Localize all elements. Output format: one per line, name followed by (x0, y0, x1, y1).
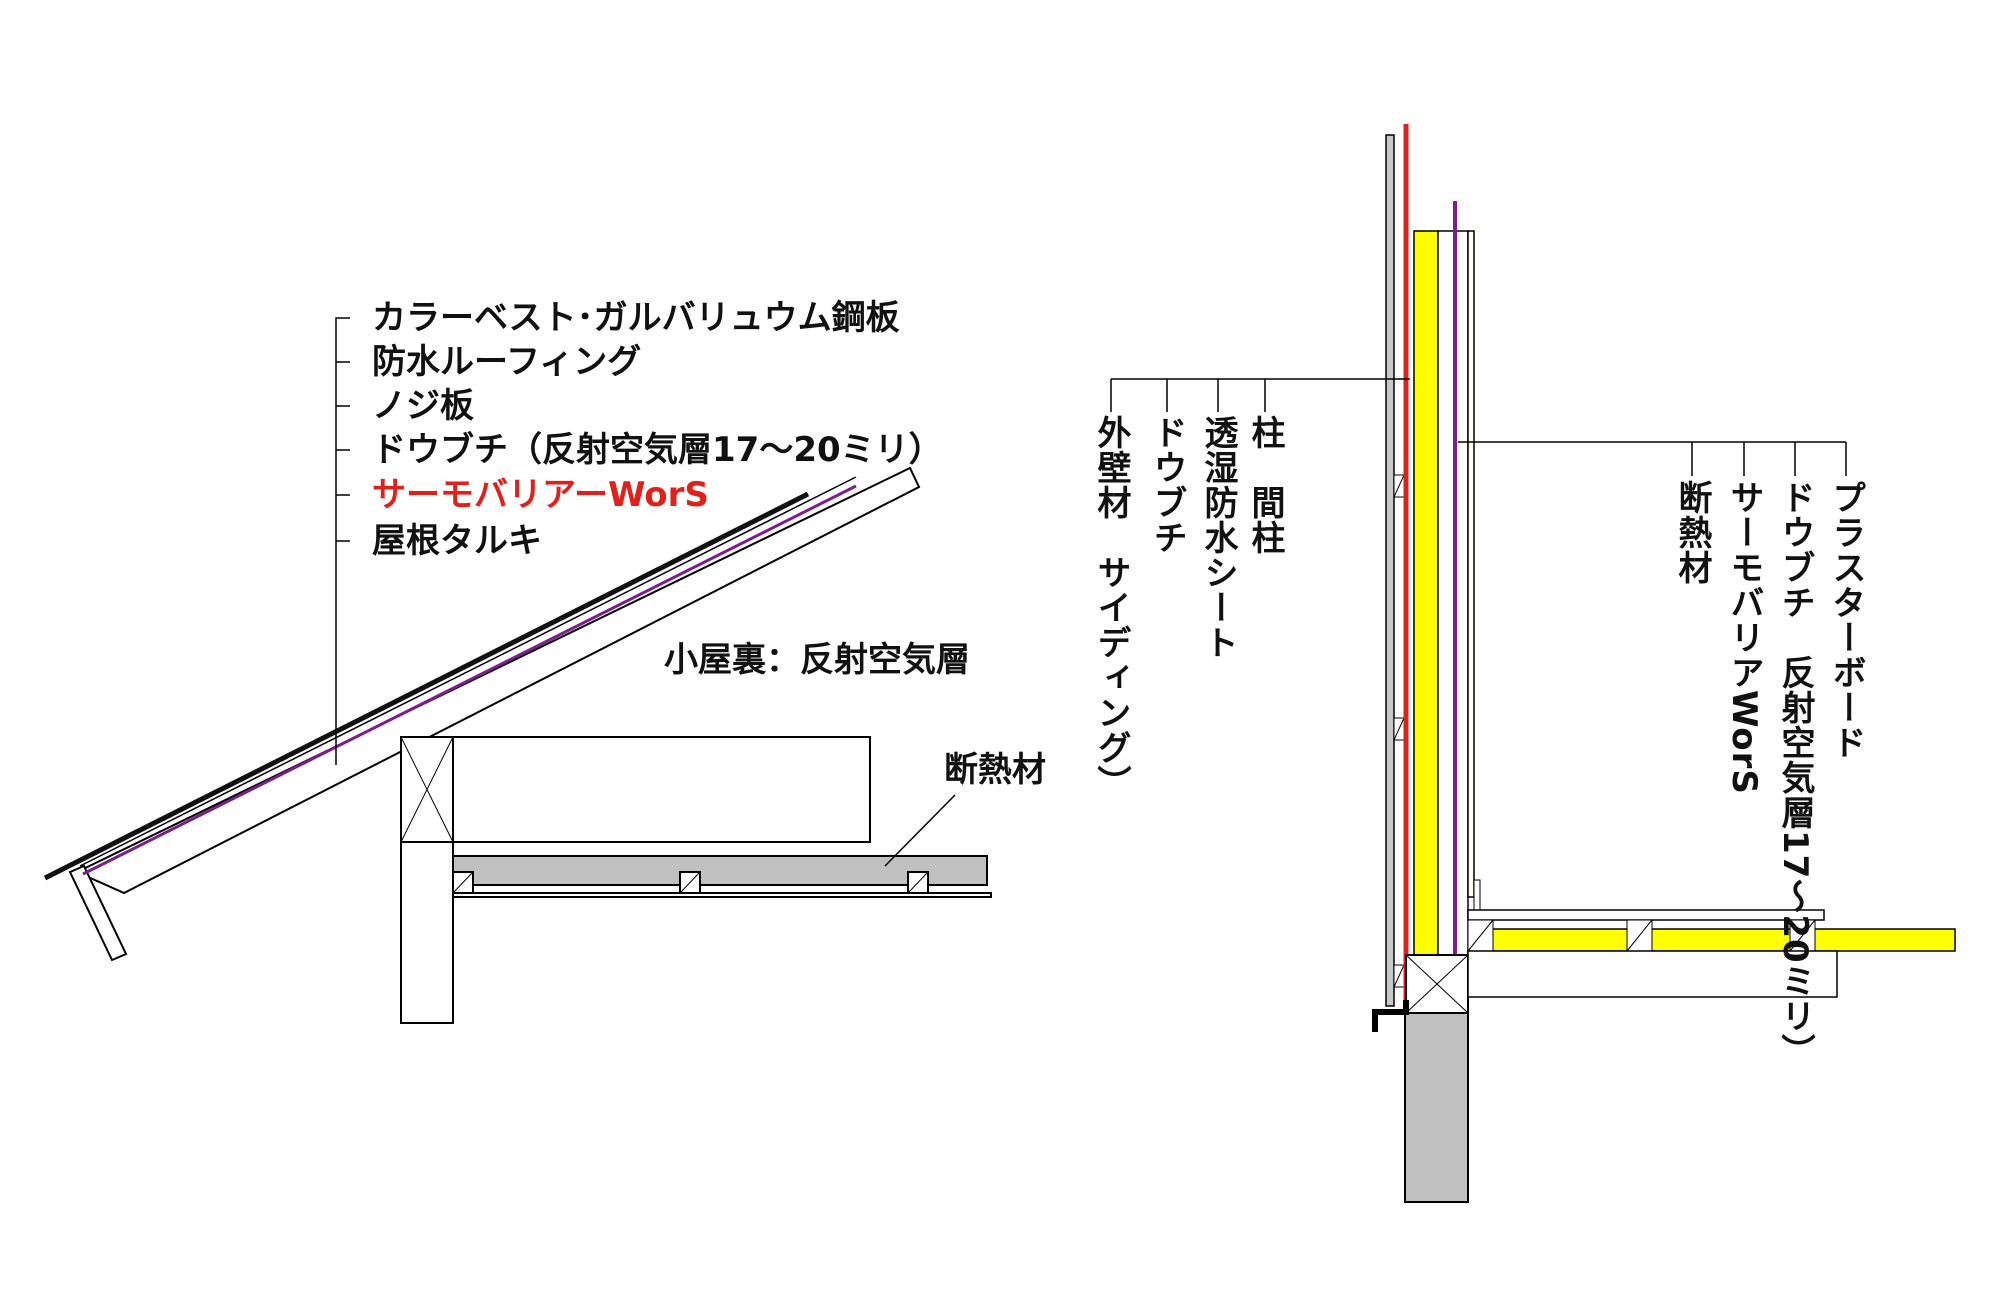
thermo-barrier-roof (82, 484, 857, 876)
wall-label-insulation: 断熱材 (1672, 480, 1712, 585)
ceiling-insulation-label: 断熱材 (944, 750, 1046, 790)
ceiling-beam (452, 736, 871, 843)
wall-label-siding: 外壁材 サイディング） (1091, 415, 1131, 800)
exterior-siding (1385, 134, 1395, 1007)
wall-label-post: 柱 間柱 (1245, 415, 1285, 555)
wall-insulation (1413, 230, 1439, 956)
roof-label-sheathing: ノジ板 (372, 386, 474, 426)
roof-leader-line (335, 317, 350, 765)
floor-insulation (1479, 928, 1956, 952)
plaster-board (1467, 230, 1475, 898)
wall-leaders (1110, 378, 1847, 476)
fascia-board (68, 864, 128, 962)
wall-section (1110, 124, 1956, 1203)
insulation-leader (884, 794, 956, 867)
roof-batten-line (79, 476, 857, 867)
wall-label-batten: ドウブチ (1147, 415, 1187, 555)
floor-board (1467, 909, 1825, 921)
wall-post (400, 736, 454, 1024)
ceiling-joists (452, 871, 929, 894)
roof-label-batten: ドウブチ（反射空気層17～20ミリ） (372, 430, 943, 470)
roof-label-thermo-barrier: サーモバリアーWorS (372, 475, 709, 515)
furring-strips (1393, 474, 1405, 988)
roof-rafter (74, 466, 921, 895)
floor-baseboard (1473, 879, 1481, 911)
wall-label-membrane: 透湿防水シート (1198, 415, 1238, 660)
roof-tiles (43, 491, 810, 881)
roof-label-roofing: 防水ルーフィング (372, 342, 642, 382)
roof-label-rafter: 屋根タルキ (372, 521, 542, 561)
ceiling-board (452, 892, 992, 898)
drip-flashing (1372, 1000, 1409, 1032)
roof-label-tiles: カラーベスト･ガルバリュウム鋼板 (372, 298, 900, 338)
wall-label-air-layer: ドウブチ 反射空気層17～20ミリ） (1775, 480, 1815, 1069)
attic-label: 小屋裏：反射空気層 (664, 640, 970, 680)
floor-joists (1467, 919, 1816, 952)
roof-section (43, 317, 992, 1024)
wall-label-plasterboard: プラスターボード (1826, 480, 1866, 760)
foundation (1404, 1012, 1469, 1203)
wall-label-thermo-barrier: サーモバリアWorS (1724, 480, 1764, 795)
ceiling-insulation (452, 855, 988, 886)
floor-beam (1467, 950, 1838, 998)
